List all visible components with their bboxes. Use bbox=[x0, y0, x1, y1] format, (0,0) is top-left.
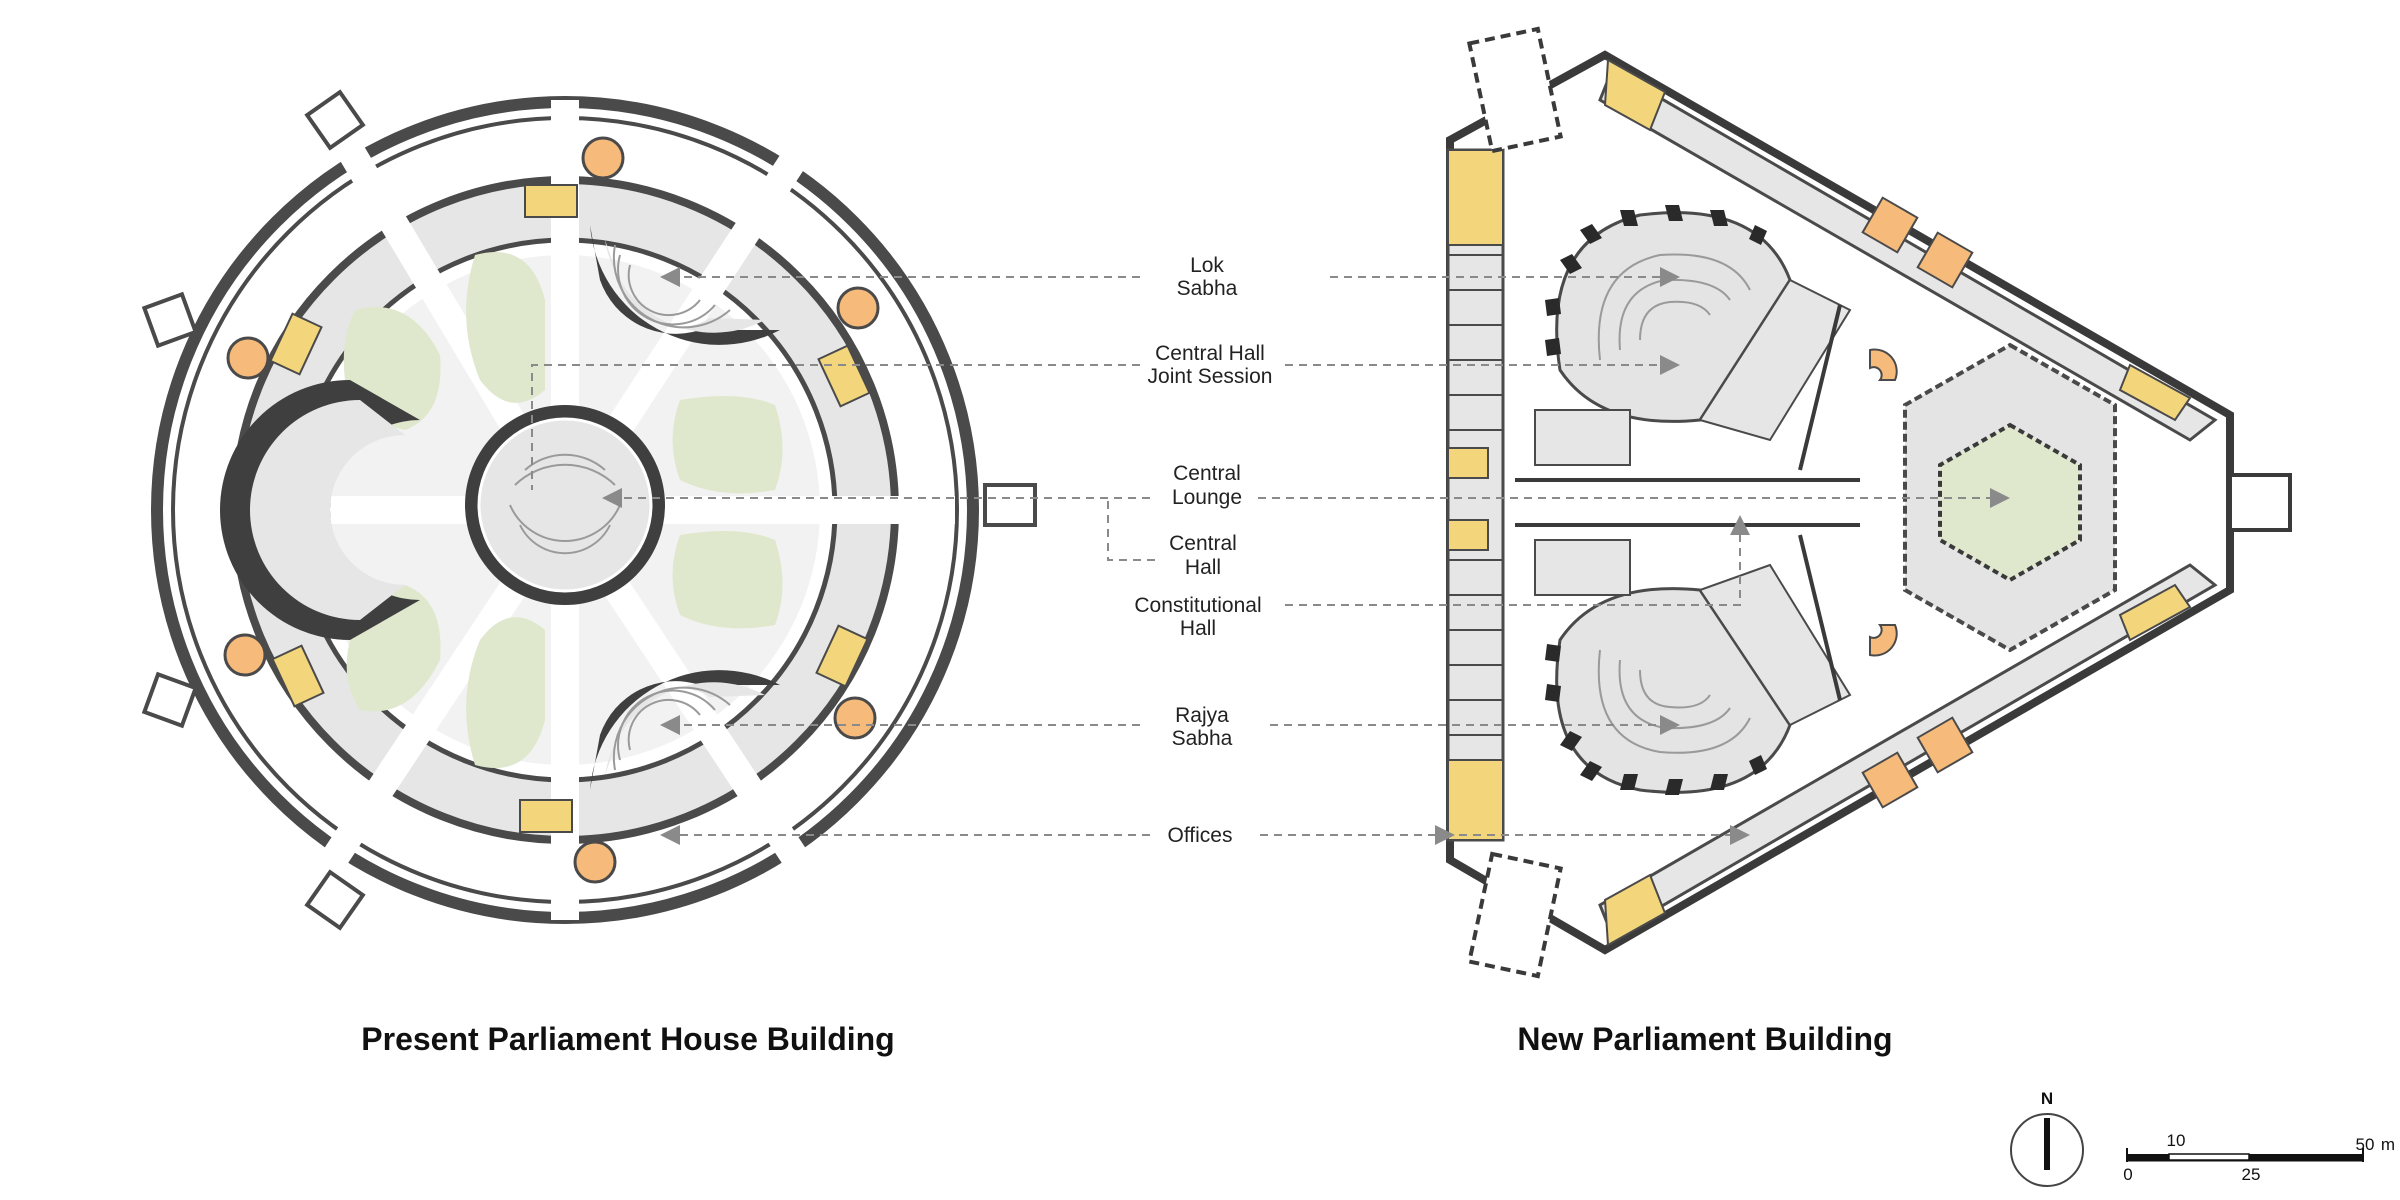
label-lok-sabha-2: Sabha bbox=[1177, 277, 1238, 300]
label-rajya-sabha-2: Sabha bbox=[1172, 727, 1233, 750]
label-central-hall-2: Hall bbox=[1185, 556, 1221, 579]
title-new-building: New Parliament Building bbox=[1517, 1021, 1892, 1057]
label-central-lounge-2: Lounge bbox=[1172, 486, 1242, 509]
label-central-hall-joint-2: Joint Session bbox=[1148, 365, 1273, 388]
room-labels: Lok Sabha Central Hall Joint Session Cen… bbox=[1134, 254, 1272, 847]
north-compass: N bbox=[2010, 1089, 2084, 1187]
present-lok-sabha bbox=[590, 225, 780, 345]
courtyard-gardens bbox=[343, 252, 783, 768]
label-central-lounge-1: Central bbox=[1173, 462, 1241, 485]
label-constitutional-hall-1: Constitutional bbox=[1134, 594, 1261, 617]
label-lok-sabha-1: Lok bbox=[1190, 254, 1224, 277]
label-constitutional-hall-2: Hall bbox=[1180, 617, 1216, 640]
present-parliament-plan bbox=[141, 89, 1037, 931]
scale-50: 50 bbox=[2356, 1135, 2375, 1154]
label-central-hall-joint-1: Central Hall bbox=[1155, 342, 1265, 365]
present-rajya-sabha bbox=[590, 670, 780, 790]
title-present-building: Present Parliament House Building bbox=[361, 1021, 894, 1057]
new-parliament-plan bbox=[1446, 26, 2292, 979]
label-central-hall-1: Central bbox=[1169, 532, 1237, 555]
leader-lines bbox=[531, 267, 2010, 845]
scale-10: 10 bbox=[2167, 1131, 2186, 1150]
scale-unit: m bbox=[2381, 1135, 2395, 1154]
compass-north-label: N bbox=[2041, 1089, 2053, 1108]
scale-bar: 0 10 25 50 m bbox=[2123, 1131, 2395, 1184]
present-left-chamber bbox=[220, 380, 420, 640]
label-offices: Offices bbox=[1168, 824, 1233, 847]
new-central-lounge bbox=[1903, 342, 2117, 653]
scale-0: 0 bbox=[2123, 1165, 2132, 1184]
label-rajya-sabha-1: Rajya bbox=[1175, 704, 1229, 727]
scale-25: 25 bbox=[2242, 1165, 2261, 1184]
